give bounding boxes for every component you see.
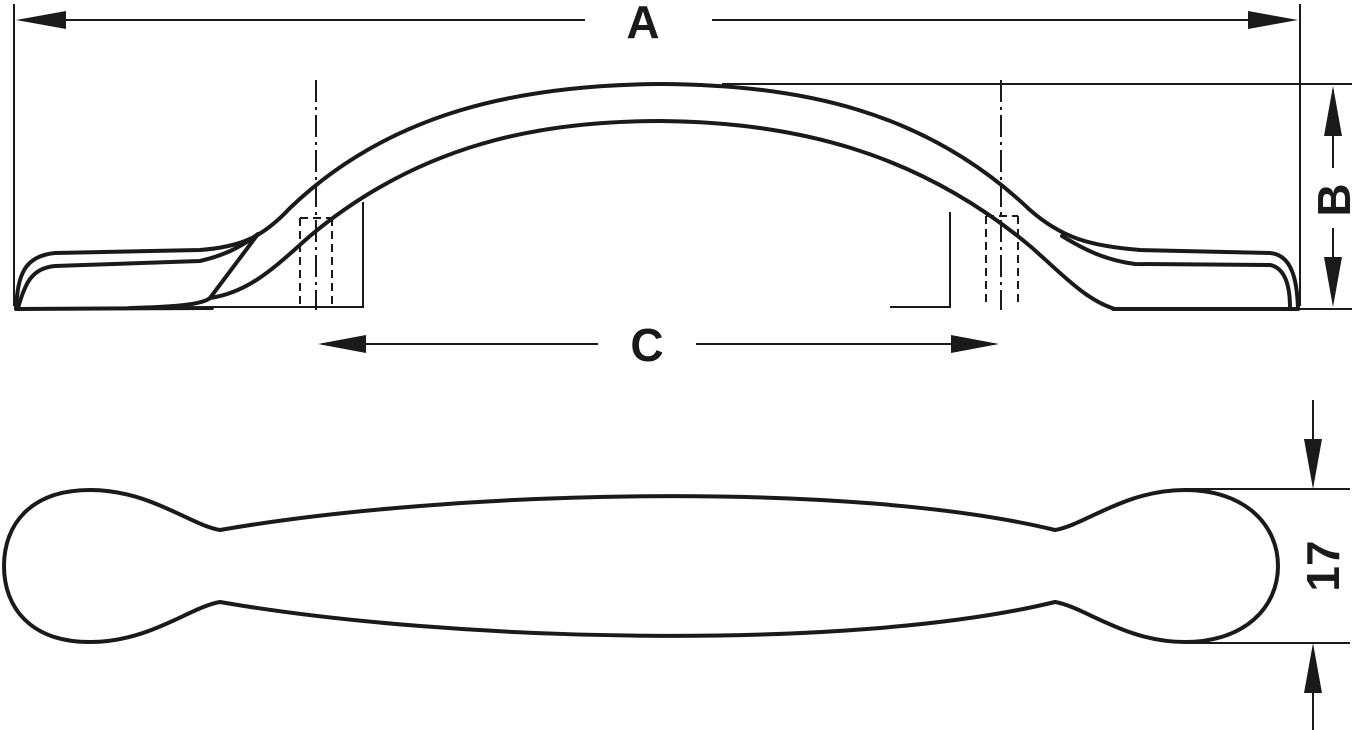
dimension-b: B <box>722 83 1355 310</box>
dimension-c: C <box>318 319 999 371</box>
dimension-width: 17 <box>1185 400 1350 730</box>
screw-hole-right <box>985 215 1019 307</box>
base-line-left <box>14 306 214 311</box>
handle-side-view <box>14 80 1300 311</box>
handle-profile-outer <box>14 82 1300 310</box>
mount-post-left <box>212 202 364 308</box>
handle-profile-inner <box>16 119 1292 311</box>
dimension-a-label: A <box>626 0 659 48</box>
dimension-c-label: C <box>630 319 663 371</box>
mount-post-right <box>890 212 951 308</box>
screw-hole-left <box>299 217 333 307</box>
dimension-a: A <box>13 0 1301 306</box>
handle-top-outline <box>2 488 1280 644</box>
handle-top-view <box>2 488 1280 644</box>
dimension-b-label: B <box>1308 183 1355 216</box>
dimension-width-label: 17 <box>1297 540 1349 591</box>
